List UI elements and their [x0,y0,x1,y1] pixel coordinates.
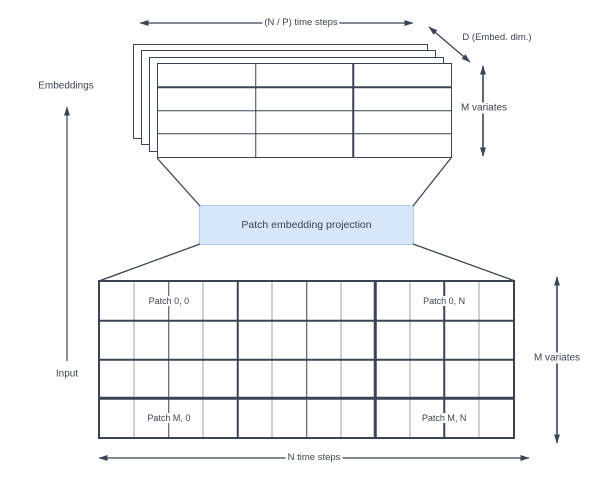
np-time-steps-label: (N / P) time steps [262,16,340,29]
patch-0-n-label: Patch 0, N [422,296,467,307]
patch-embedding-projection-box: Patch embedding projection [199,205,414,245]
embed-dim-label: D (Embed. dim.) [460,31,534,44]
patch-0-0-label: Patch 0, 0 [147,296,191,307]
funnel-top-right-line [412,157,452,207]
table-row-divider [158,86,451,88]
input-patch-grid: Patch 0, 0 Patch 0, N Patch M, 0 Patch M… [98,280,515,439]
table-row-divider [158,133,451,135]
funnel-bottom-left-line [98,243,201,282]
patch-m-0-label: Patch M, 0 [146,412,192,423]
variate-row-divider [100,397,513,400]
stack-m-variates-label: M variates [458,102,510,114]
funnel-top-left-line [156,157,201,207]
funnel-bottom-right-line [412,243,516,282]
variate-row-divider [100,319,513,322]
variate-row-divider [100,358,513,361]
input-axis-label: Input [55,368,79,380]
embedding-sheet-front-table [157,63,452,158]
table-row-divider [158,109,451,112]
patch-embedding-projection-label: Patch embedding projection [241,219,372,231]
embeddings-axis-label: Embeddings [38,80,94,92]
patch-m-n-label: Patch M, N [420,412,468,423]
n-time-steps-label: N time steps [285,451,343,464]
grid-m-variates-label: M variates [531,352,583,364]
